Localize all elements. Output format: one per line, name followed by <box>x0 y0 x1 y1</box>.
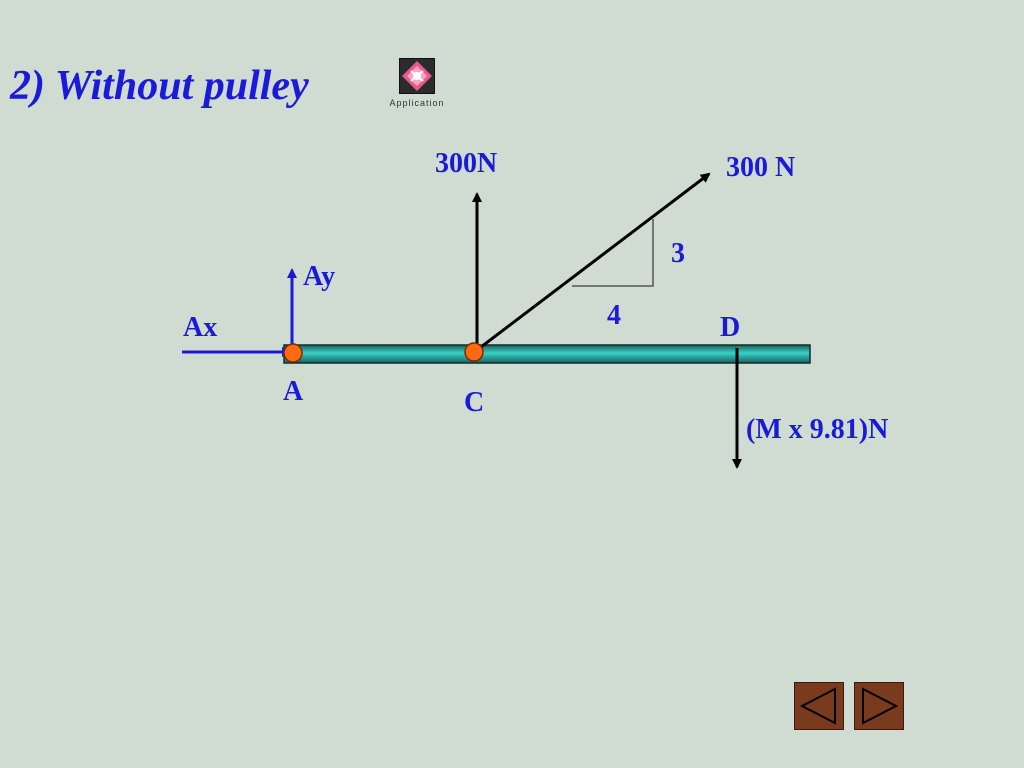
triangle-left-icon <box>799 687 836 725</box>
application-label: Application <box>389 98 445 108</box>
label-vertical-force: 300N <box>435 148 497 179</box>
triangle-right-icon <box>862 687 899 725</box>
inclined-force-arrow <box>476 172 711 352</box>
application-icon[interactable] <box>399 58 435 94</box>
next-slide-button[interactable] <box>854 682 904 730</box>
label-slope-rise: 3 <box>671 238 685 269</box>
label-reaction-ay: Ay <box>303 261 335 292</box>
joint-a <box>283 343 303 363</box>
slope-triangle <box>572 219 654 287</box>
slide-title: 2) Without pulley <box>10 63 309 109</box>
application-shortcut[interactable]: Application <box>386 58 448 112</box>
label-point-a: A <box>283 376 304 407</box>
joint-c <box>464 342 484 362</box>
label-point-d: D <box>720 312 740 343</box>
beam <box>283 344 811 364</box>
label-slope-run: 4 <box>607 300 621 331</box>
label-inclined-force: 300 N <box>726 152 795 183</box>
previous-slide-button[interactable] <box>794 682 844 730</box>
label-weight-force: (M x 9.81)N <box>746 414 888 445</box>
label-point-c: C <box>464 387 484 418</box>
label-reaction-ax: Ax <box>183 312 217 343</box>
